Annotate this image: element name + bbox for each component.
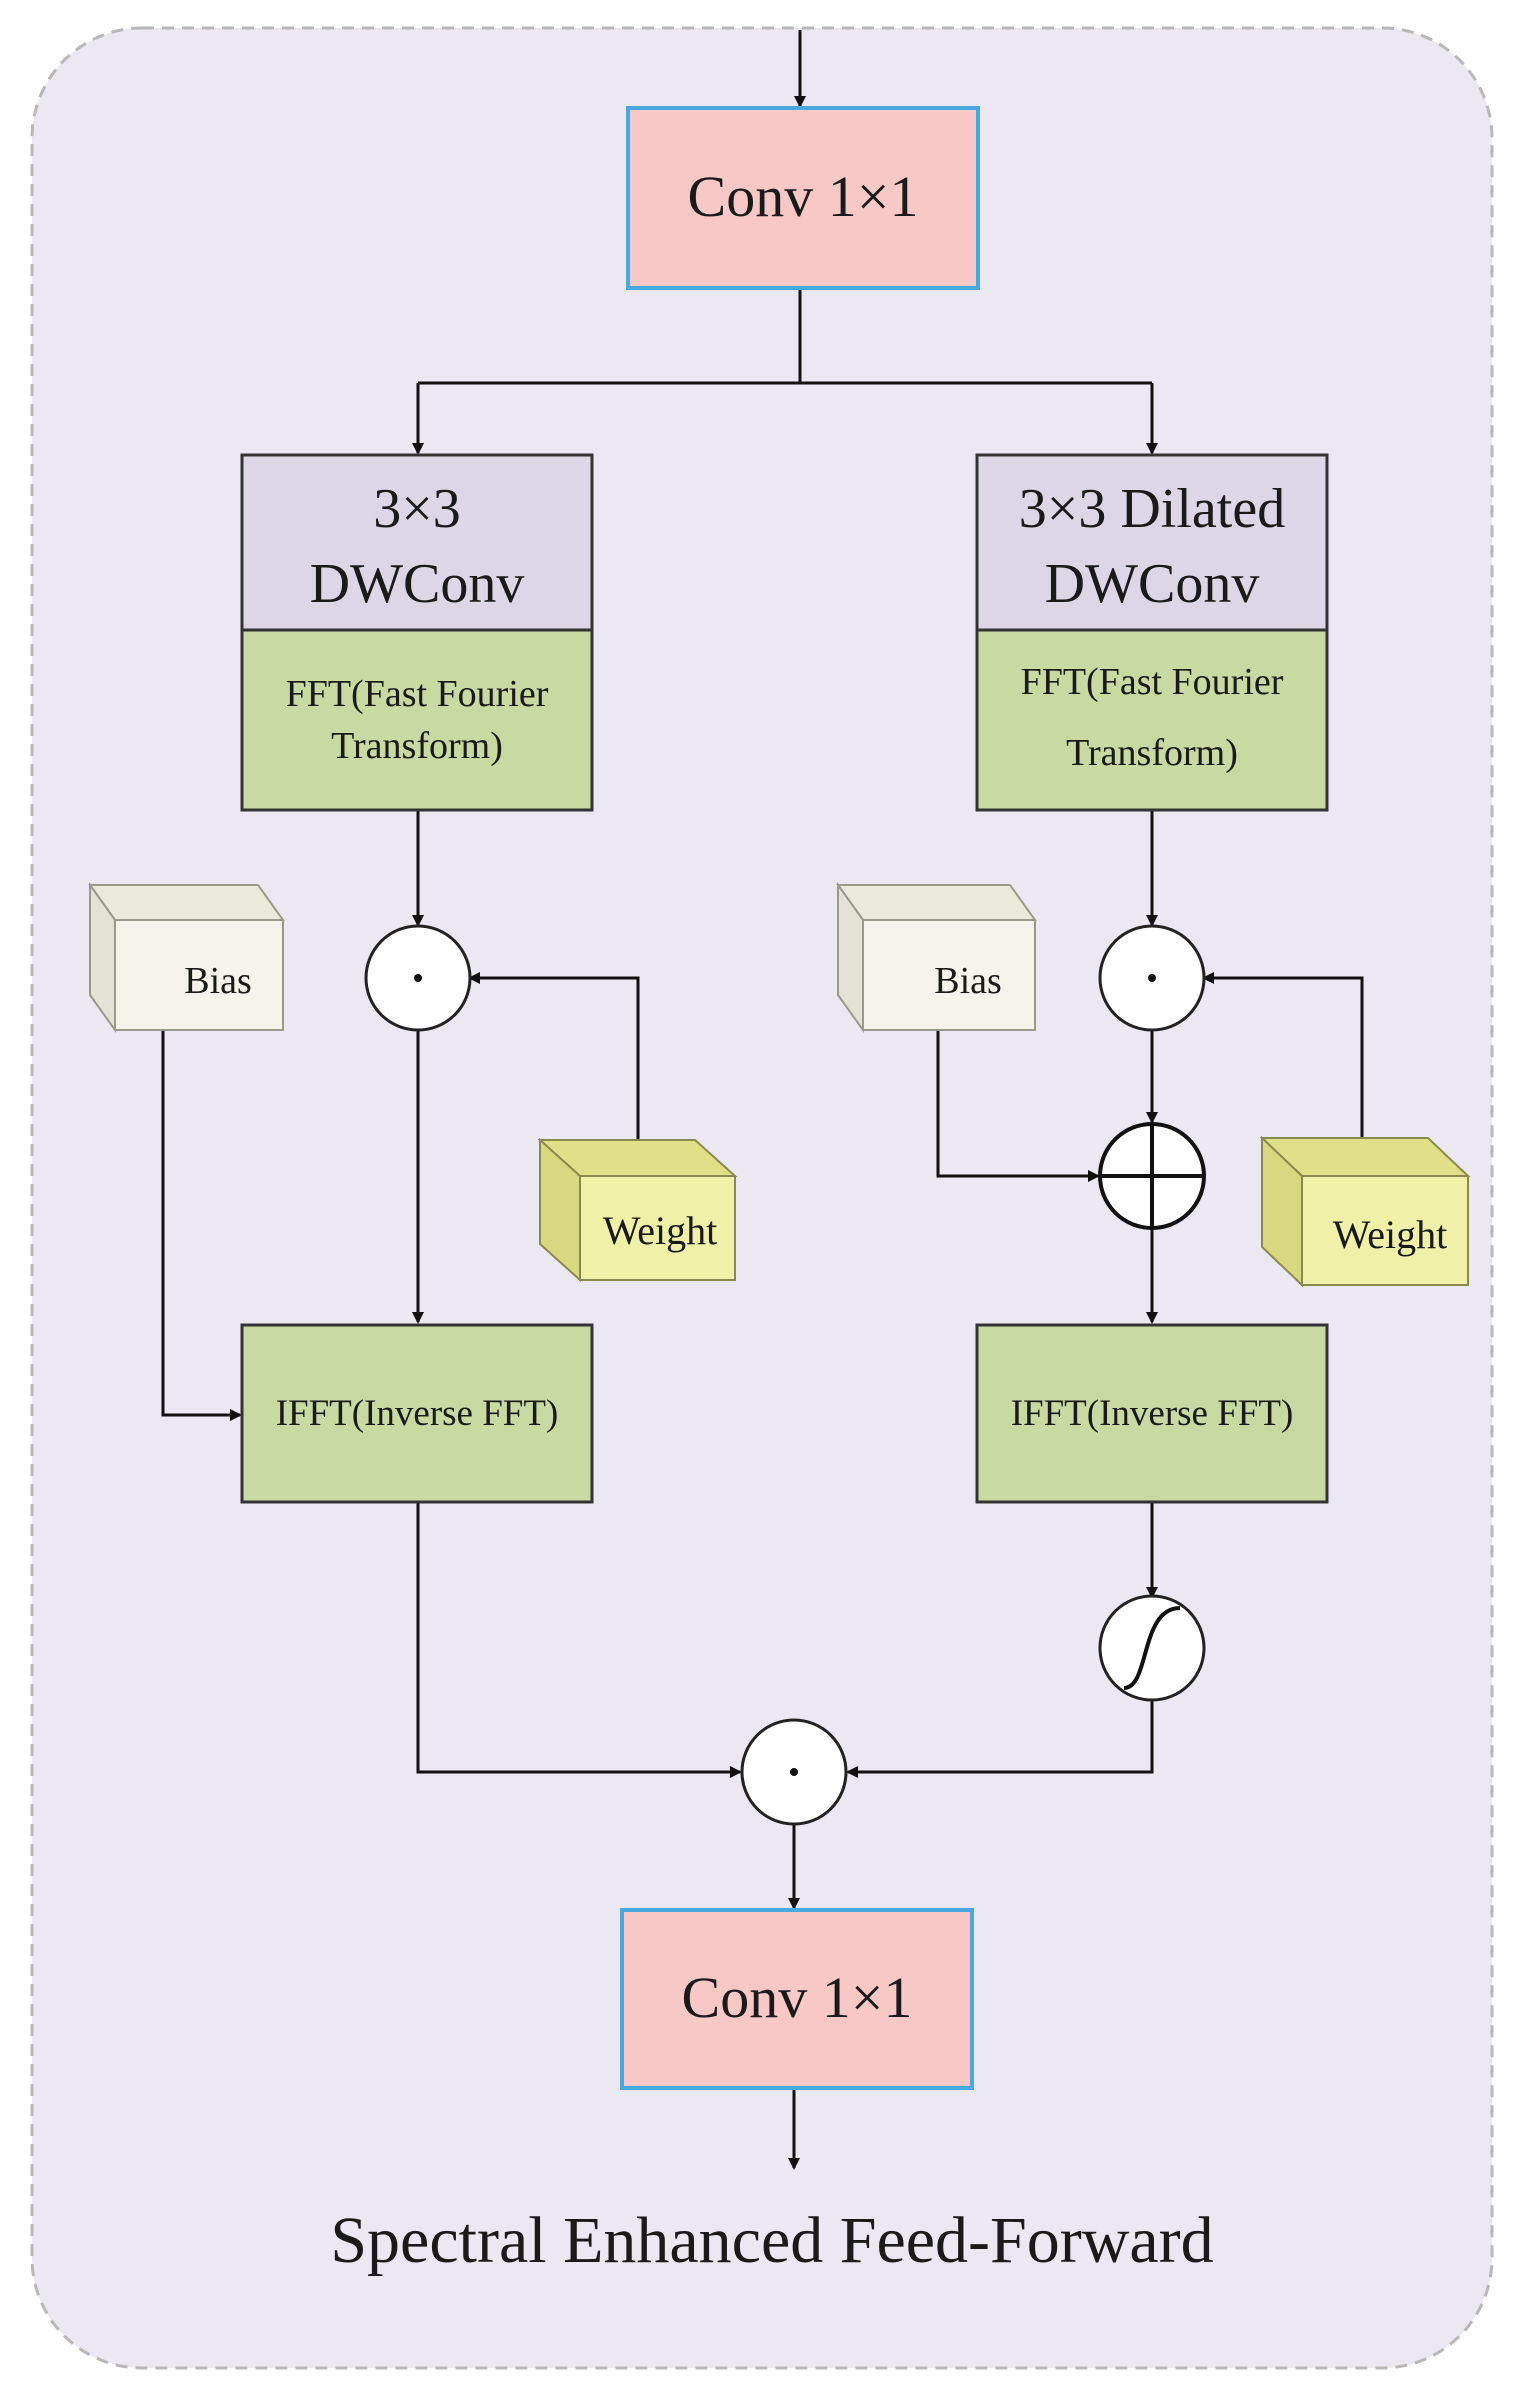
right-bias-label: Bias xyxy=(934,960,1002,1002)
left-ifft-to-merge xyxy=(416,1502,742,1778)
left-bias-cube: Bias xyxy=(88,881,285,1034)
left-dwconv-line2: DWConv xyxy=(310,553,525,615)
right-sigmoid-to-merge xyxy=(846,1700,1154,1778)
right-bias-cube: Bias xyxy=(836,881,1037,1034)
left-weight-cube: Weight xyxy=(537,1137,738,1283)
right-add-op xyxy=(1098,1122,1206,1230)
right-weight-cube: Weight xyxy=(1259,1135,1471,1288)
right-dwconv-line2: DWConv xyxy=(1045,553,1260,615)
conv-top-block: Conv 1×1 xyxy=(626,106,980,290)
conv-bottom-block: Conv 1×1 xyxy=(620,1908,974,2090)
left-dwconv-line1: 3×3 xyxy=(373,478,461,540)
right-fft-line1: FFT(Fast Fourier xyxy=(1021,661,1284,703)
diagram-caption: Spectral Enhanced Feed-Forward xyxy=(330,2204,1213,2277)
right-ifft-label: IFFT(Inverse FFT) xyxy=(1011,1393,1294,1434)
left-weight-to-mul xyxy=(468,972,640,1140)
right-weight-to-mul xyxy=(1202,972,1364,1138)
left-fft-line2: Transform) xyxy=(331,725,503,767)
right-weight-label: Weight xyxy=(1333,1212,1448,1257)
right-multiply-op xyxy=(1098,924,1206,1032)
left-dwconv-block: 3×3 DWConv xyxy=(240,453,594,632)
left-bias-to-ifft xyxy=(161,1030,242,1421)
left-bias-label: Bias xyxy=(184,960,252,1002)
left-multiply-op xyxy=(364,924,472,1032)
conv-top-label: Conv 1×1 xyxy=(688,164,919,229)
right-fft-line2: Transform) xyxy=(1066,732,1238,774)
right-bias-to-add xyxy=(936,1030,1100,1182)
right-ifft-block: IFFT(Inverse FFT) xyxy=(975,1323,1329,1504)
right-fft-block: FFT(Fast Fourier Transform) xyxy=(975,628,1329,812)
merge-multiply-op xyxy=(740,1718,848,1826)
right-multiply-dot xyxy=(1148,974,1156,982)
left-fft-block: FFT(Fast Fourier Transform) xyxy=(240,628,594,812)
connectors xyxy=(161,30,1364,2170)
left-fft-line1: FFT(Fast Fourier xyxy=(286,673,549,715)
left-ifft-block: IFFT(Inverse FFT) xyxy=(240,1323,594,1504)
right-dwconv-block: 3×3 Dilated DWConv xyxy=(975,453,1329,632)
right-dwconv-line1: 3×3 Dilated xyxy=(1019,478,1285,540)
left-weight-label: Weight xyxy=(603,1208,718,1253)
sigmoid-icon xyxy=(1098,1594,1206,1702)
left-ifft-label: IFFT(Inverse FFT) xyxy=(276,1393,559,1434)
left-multiply-dot xyxy=(414,974,422,982)
merge-multiply-dot xyxy=(790,1768,798,1776)
conv-bottom-label: Conv 1×1 xyxy=(682,1965,913,2030)
